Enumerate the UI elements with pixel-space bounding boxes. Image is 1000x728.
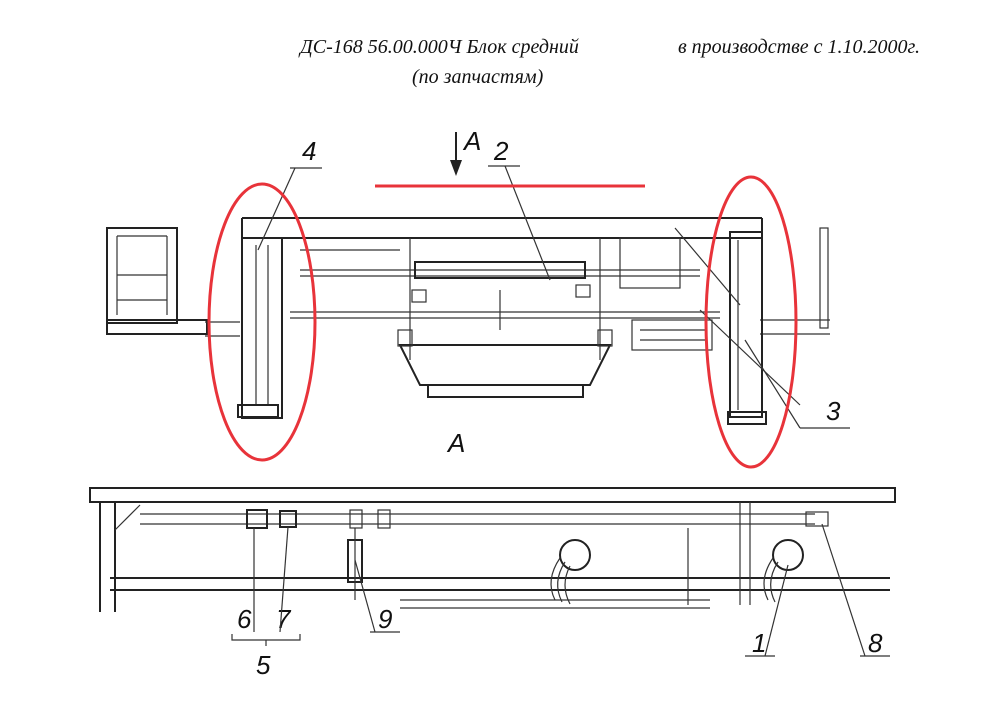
highlight-left-ellipse xyxy=(207,182,317,462)
left-ladder xyxy=(106,227,208,335)
brace-5 xyxy=(231,634,301,641)
right-column xyxy=(674,227,801,425)
callout-6-label: 6 xyxy=(237,604,252,634)
section-view: 6 7 5 9 1 8 xyxy=(89,487,896,680)
production-note: в производстве с 1.10.2000г. xyxy=(678,36,921,58)
highlight-marks xyxy=(207,175,798,469)
callout-1-label: 1 xyxy=(752,628,766,658)
section-label: А xyxy=(446,428,465,458)
view-arrow-label: А xyxy=(462,126,481,156)
callout-7-label: 7 xyxy=(276,604,292,634)
callout-4-label: 4 xyxy=(302,136,316,166)
document-subtitle: (по запчастям) xyxy=(412,66,544,88)
callout-4: 4 xyxy=(257,136,322,251)
central-block xyxy=(300,238,613,398)
right-subassembly xyxy=(619,237,713,351)
callout-5-label: 5 xyxy=(256,650,271,680)
view-arrow: А xyxy=(450,126,481,176)
callout-3-label: 3 xyxy=(826,396,841,426)
highlight-right-ellipse xyxy=(704,175,798,469)
callout-2: 2 xyxy=(488,136,551,281)
callout-8-label: 8 xyxy=(868,628,883,658)
document-title: ДС-168 56.00.000Ч Блок средний xyxy=(300,36,579,58)
left-column xyxy=(237,237,283,419)
top-view: А 2 4 3 А xyxy=(106,126,850,458)
callout-3: 3 xyxy=(744,339,850,429)
callout-2-label: 2 xyxy=(493,136,509,166)
callout-9-label: 9 xyxy=(378,604,392,634)
